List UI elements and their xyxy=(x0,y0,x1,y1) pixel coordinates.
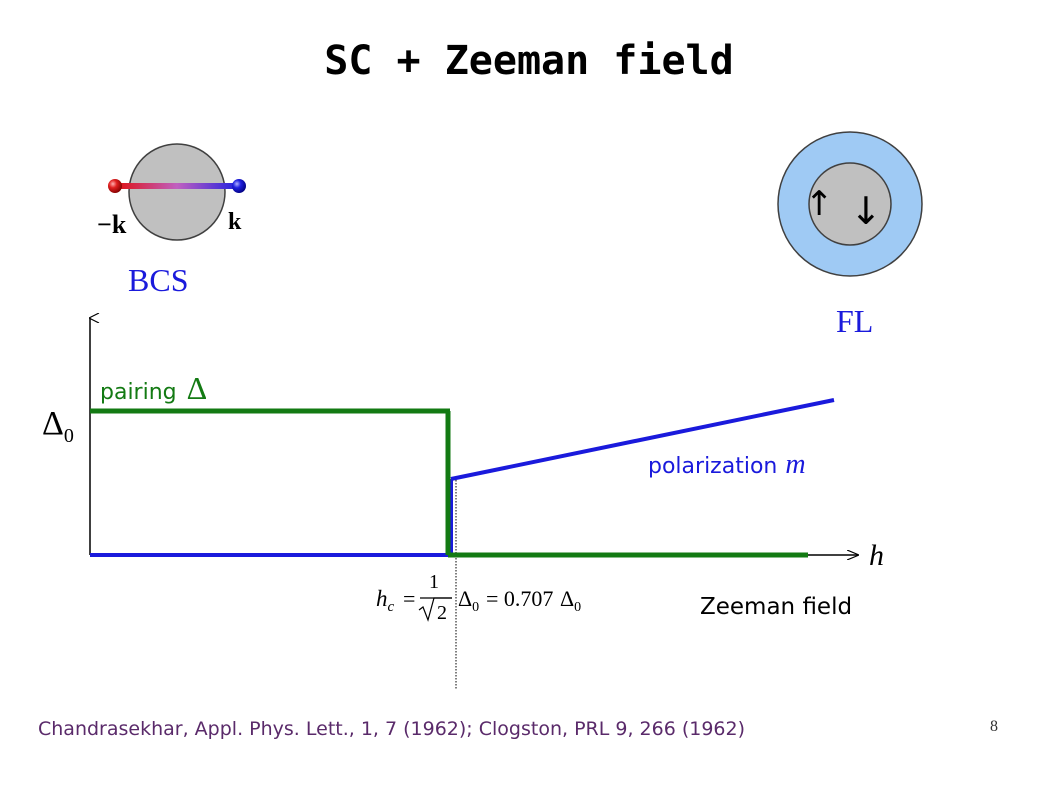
fl-diagram: ↑ ↓ FL xyxy=(777,131,923,339)
bcs-pair-diagram: −k k BCS xyxy=(97,143,246,298)
svg-text:2: 2 xyxy=(437,602,447,624)
svg-text:1: 1 xyxy=(429,571,439,593)
electron-minus-k-ball xyxy=(108,179,122,193)
svg-text:=: = xyxy=(403,586,415,611)
hc-formula: hc = 1 2 Δ0 = 0.707 Δ0 xyxy=(376,571,581,624)
fl-label: FL xyxy=(836,303,873,339)
pairing-curve xyxy=(90,408,808,558)
minus-k-label: −k xyxy=(97,210,127,239)
svg-text:hc: hc xyxy=(376,586,395,615)
slide-number: 8 xyxy=(990,718,998,735)
svg-text:= 0.707: = 0.707 xyxy=(486,586,553,611)
polarization-rising-segment xyxy=(450,398,835,481)
pair-rod xyxy=(115,183,239,189)
slide-title: SC + Zeeman field xyxy=(324,38,734,84)
bcs-fermi-sphere xyxy=(128,143,226,241)
delta0-tick-label: Δ0 xyxy=(42,405,74,447)
bcs-label: BCS xyxy=(128,262,188,298)
spin-up-arrow: ↑ xyxy=(805,184,834,224)
svg-text:Δ0: Δ0 xyxy=(458,586,479,615)
electron-k-ball xyxy=(232,179,246,193)
citation-text: Chandrasekhar, Appl. Phys. Lett., 1, 7 (… xyxy=(38,718,746,740)
spin-down-arrow: ↓ xyxy=(850,189,882,233)
plot-axes xyxy=(90,318,858,555)
zeeman-field-label: Zeeman field xyxy=(700,594,852,620)
fl-inner-sphere xyxy=(808,162,892,246)
svg-text:Δ0: Δ0 xyxy=(560,586,581,615)
polarization-curve xyxy=(90,398,835,557)
h-axis-label: h xyxy=(869,539,884,572)
k-label: k xyxy=(228,209,242,235)
